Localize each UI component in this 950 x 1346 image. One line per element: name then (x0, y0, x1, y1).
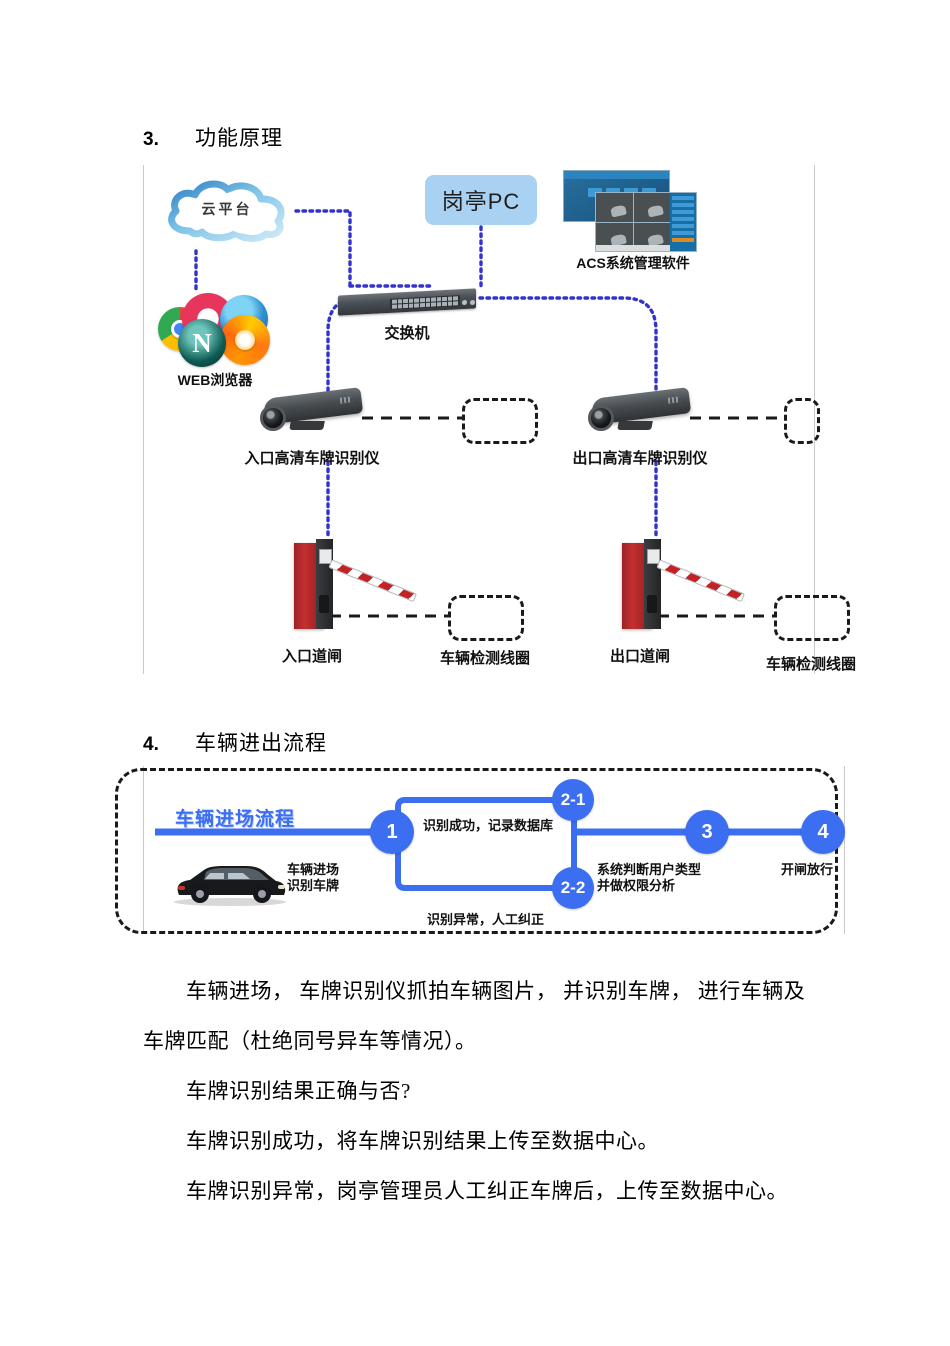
flow-title: 车辆进场流程 (175, 809, 296, 830)
flow-caption-3-line2: 并做权限分析 (597, 878, 676, 894)
section-title: 车辆进出流程 (195, 731, 327, 755)
flow-node-4[interactable]: 4 (801, 810, 845, 854)
flow-dashed-border (115, 768, 838, 934)
flow-caption-3: 系统判断用户类型 并做权限分析 (597, 862, 701, 895)
flow-caption-2-1: 识别成功，记录数据库 (423, 818, 554, 833)
section-title: 功能原理 (195, 126, 283, 150)
acs-window-front (595, 192, 697, 252)
topology-diagram: 云平台 N WEB浏览器 岗亭PC (143, 165, 856, 674)
entry-gate-detector-box (448, 595, 524, 641)
cloud-platform-label: 云平台 (201, 201, 253, 217)
flow-image-frame (143, 766, 845, 934)
web-browser-icons: N (158, 293, 283, 367)
exit-barrier-gate-icon (620, 537, 745, 629)
entry-lpr-camera-icon (256, 387, 366, 433)
network-switch-icon (338, 288, 476, 318)
flow-caption-1-line1: 车辆进场 (287, 862, 340, 877)
entry-barrier-gate-icon (292, 537, 417, 629)
flow-caption-1-line2: 识别车牌 (287, 878, 340, 894)
flow-node-2-2[interactable]: 2-2 (552, 867, 594, 909)
web-browser-label: WEB浏览器 (177, 372, 253, 388)
section-number: 4. (143, 734, 159, 755)
vehicle-entry-flow-diagram: 车辆进场流程 1 2-1 2-2 3 4 车辆进场 识别车牌 (115, 766, 845, 936)
entry-gate-label: 入口道闸 (281, 648, 342, 665)
exit-lpr-camera-icon (584, 387, 694, 433)
acs-software-icon (563, 170, 698, 252)
paragraph-2: 车牌识别结果正确与否? (186, 1079, 411, 1103)
flow-node-2-1[interactable]: 2-1 (552, 779, 594, 821)
section-heading-4: 4. 车辆进出流程 (143, 727, 327, 757)
network-switch-label: 交换机 (384, 325, 430, 342)
exit-gate-label: 出口道闸 (609, 648, 670, 665)
flow-node-1[interactable]: 1 (370, 810, 414, 854)
exit-loop-label: 车辆检测线圈 (765, 656, 856, 673)
guard-booth-pc-box: 岗亭PC (425, 175, 537, 225)
netscape-icon: N (178, 319, 226, 367)
paragraph-3: 车牌识别成功，将车牌识别结果上传至数据中心。 (186, 1129, 659, 1153)
section-number: 3. (143, 129, 159, 150)
flow-caption-4: 开闸放行 (781, 862, 834, 877)
cloud-platform-icon: 云平台 (162, 177, 292, 247)
exit-camera-label: 出口高清车牌识别仪 (572, 450, 708, 467)
flow-caption-1: 车辆进场 识别车牌 (287, 862, 339, 895)
exit-gate-detector-box (774, 595, 850, 641)
flow-caption-3-line1: 系统判断用户类型 (597, 862, 702, 877)
flow-connector-lines (155, 797, 822, 891)
flow-caption-2-2: 识别异常，人工纠正 (427, 912, 545, 927)
acs-software-label: ACS系统管理软件 (576, 255, 690, 271)
paragraph-4: 车牌识别异常，岗亭管理员人工纠正车牌后，上传至数据中心。 (186, 1179, 788, 1203)
exit-camera-detector-box (784, 398, 820, 444)
entry-loop-label: 车辆检测线圈 (439, 650, 530, 667)
entry-camera-label: 入口高清车牌识别仪 (244, 450, 380, 467)
cloud-shape (168, 180, 285, 242)
car-icon (170, 862, 290, 906)
section-heading-3: 3. 功能原理 (143, 122, 283, 152)
entry-camera-detector-box (462, 398, 538, 444)
paragraph-1-line-2: 车牌匹配（杜绝同号异车等情况）。 (143, 1029, 477, 1053)
flow-node-3[interactable]: 3 (685, 810, 729, 854)
firefox-icon-core (235, 330, 255, 350)
paragraph-1-line-1: 车辆进场， 车牌识别仪抓拍车辆图片， 并识别车牌， 进行车辆及 (186, 979, 806, 1003)
